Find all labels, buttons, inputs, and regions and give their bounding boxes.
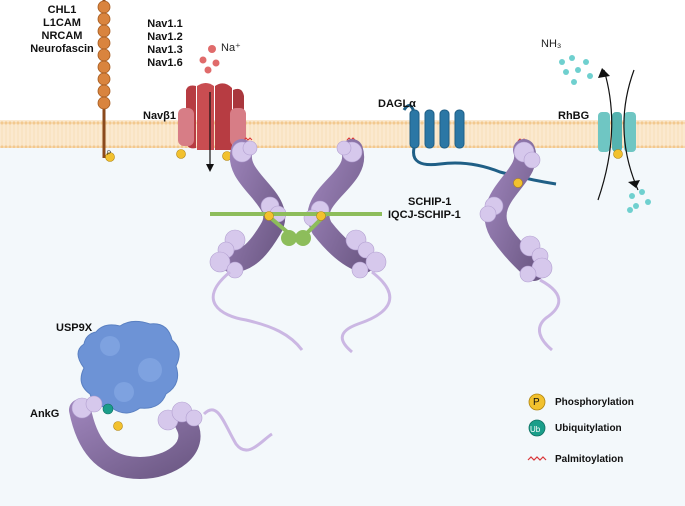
nav-1-3: Nav1.3 <box>147 44 183 56</box>
nav-beta-phospho-symbol: P <box>107 151 112 157</box>
nav-alpha-label: Nav1.1 Nav1.2 Nav1.3 Nav1.6 <box>140 18 190 70</box>
ammonia-label: NH₃ <box>541 38 562 50</box>
dagl-alpha <box>402 104 557 186</box>
rhbg-label: RhBG <box>558 110 590 122</box>
legend-ubiquitylation: Ubiquitylation <box>555 423 622 434</box>
ankg-bottom <box>69 395 273 480</box>
nav-1-1: Nav1.1 <box>147 18 183 30</box>
cams-label: CHL1 L1CAM NRCAM Neurofascin <box>26 4 98 56</box>
ubiquitin-marker <box>102 403 114 415</box>
schip-1: SCHIP-1 <box>408 196 452 208</box>
sodium-ions <box>199 45 220 74</box>
ammonia-molecules <box>559 55 651 213</box>
nav-1-6: Nav1.6 <box>147 57 183 69</box>
cytoplasm <box>0 134 685 506</box>
schip-complex <box>210 211 382 246</box>
schip-label: SCHIP-1 IQCJ-SCHIP-1 <box>388 196 461 222</box>
rhbg-transporter <box>597 68 640 201</box>
nav-1-2: Nav1.2 <box>147 31 183 43</box>
cam-nrcam: NRCAM <box>41 30 83 42</box>
legend-icons <box>527 393 547 461</box>
dagl-label: DAGLα <box>378 98 416 110</box>
usp9x-complex <box>77 320 180 414</box>
sodium-label: Na⁺ <box>221 42 241 54</box>
cam-l1cam: L1CAM <box>43 17 81 29</box>
iqcj-schip-1: IQCJ-SCHIP-1 <box>388 209 461 221</box>
ankg-label: AnkG <box>30 408 60 420</box>
legend-palmitoylation: Palmitoylation <box>555 454 624 465</box>
cam-chl1: CHL1 <box>47 4 77 16</box>
cam-neurofascin: Neurofascin <box>30 43 94 55</box>
usp9x-label: USP9X <box>56 322 93 334</box>
ankg-dagl <box>479 139 561 352</box>
legend-ubiquitin-symbol: Ub <box>530 425 541 434</box>
legend-phospho-symbol: P <box>533 397 540 408</box>
nav-beta-label: Navβ1 <box>143 110 177 122</box>
nav-channel <box>176 83 246 172</box>
cam-molecule <box>97 0 115 162</box>
legend-phosphorylation: Phosphorylation <box>555 397 634 408</box>
